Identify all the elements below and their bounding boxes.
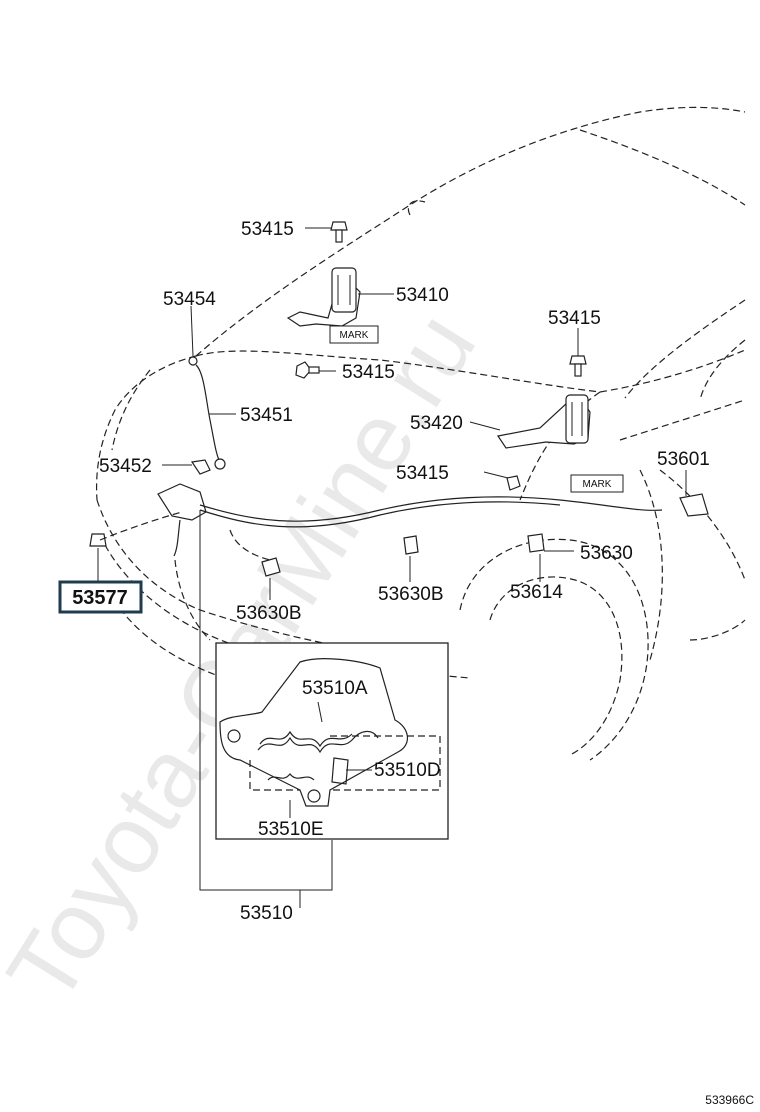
- bolt-53577: [89, 533, 107, 547]
- rod-holder-53452: [190, 459, 211, 475]
- hinge-mark-tag-right: MARK: [570, 474, 624, 493]
- callout-53415-low: 53415: [396, 463, 449, 484]
- callout-53410: 53410: [396, 285, 449, 306]
- callout-53420: 53420: [410, 413, 463, 434]
- bolt-53415-low: [506, 475, 521, 491]
- highlighted-part-label: 53577: [72, 587, 128, 609]
- callout-53415-mid: 53415: [342, 362, 395, 383]
- callout-53510: 53510: [240, 903, 293, 924]
- hinge-mark-tag-left: MARK: [329, 325, 379, 344]
- hood-hinge-right: [496, 394, 591, 449]
- release-lever-53601: [679, 493, 709, 517]
- highlighted-part-53577[interactable]: 53577: [58, 580, 143, 614]
- bolt-53415-right: [569, 355, 587, 377]
- callout-53452: 53452: [99, 456, 152, 477]
- bolt-53415-top: [330, 221, 348, 243]
- callout-53454: 53454: [163, 289, 216, 310]
- clamp-53630B-right: [403, 535, 419, 555]
- callout-53451: 53451: [240, 405, 293, 426]
- callout-53510A: 53510A: [302, 678, 368, 699]
- callout-53510E: 53510E: [258, 819, 324, 840]
- callout-53415-right: 53415: [548, 308, 601, 329]
- clamp-53614: [527, 533, 545, 553]
- callout-53630B-right: 53630B: [378, 584, 444, 605]
- car-body-outline: [96, 106, 746, 761]
- bolt-53415-mid: [295, 361, 320, 379]
- callout-53614: 53614: [510, 582, 563, 603]
- callout-53510D: 53510D: [374, 760, 441, 781]
- detail-inset-box: [215, 642, 449, 840]
- hood-support-rod: [188, 356, 226, 470]
- callout-53630: 53630: [580, 543, 633, 564]
- figure-reference: 533966C: [705, 1093, 754, 1107]
- clamp-53630B-left: [261, 557, 281, 577]
- leader-lines: [97, 227, 687, 908]
- callout-53630B-left: 53630B: [236, 603, 302, 624]
- callout-53415-top: 53415: [241, 219, 294, 240]
- hood-hinge-left: [286, 267, 361, 327]
- hood-lock-assembly: [157, 483, 207, 557]
- callout-53601: 53601: [657, 449, 710, 470]
- svg-text:MARK: MARK: [583, 479, 612, 490]
- svg-text:MARK: MARK: [340, 330, 369, 341]
- hood-release-cable: [199, 496, 663, 528]
